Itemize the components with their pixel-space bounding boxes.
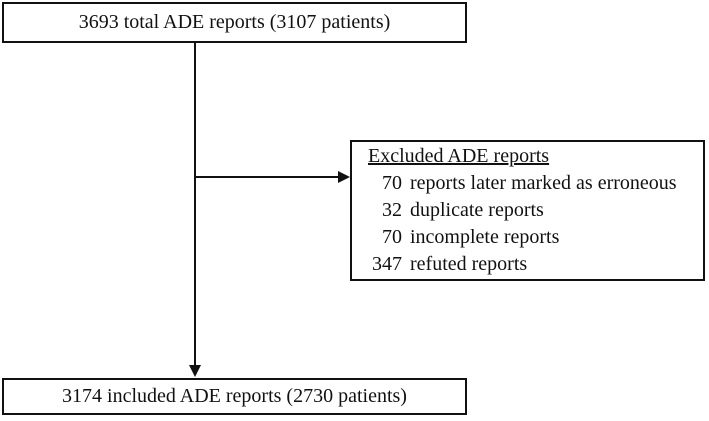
down-arrowhead-icon [189, 365, 201, 377]
total-reports-box: 3693 total ADE reports (3107 patients) [2, 2, 467, 43]
excluded-title: Excluded ADE reports [368, 145, 550, 167]
excluded-count: 32 [382, 199, 402, 221]
right-arrowhead-icon [338, 171, 350, 183]
total-reports-label: 3693 total ADE reports (3107 patients) [78, 11, 391, 33]
excluded-label: duplicate reports [410, 199, 544, 221]
excluded-item-refuted: 347 refuted reports [368, 251, 699, 278]
excluded-item-incomplete: 70 incomplete reports [368, 224, 699, 251]
included-reports-label: 3174 included ADE reports (2730 patients… [62, 385, 407, 407]
excluded-count: 347 [372, 253, 402, 275]
included-reports-box: 3174 included ADE reports (2730 patients… [2, 378, 467, 415]
excluded-item-erroneous: 70 reports later marked as erroneous [368, 170, 699, 197]
excluded-reports-box: Excluded ADE reports 70 reports later ma… [350, 140, 705, 281]
excluded-label: reports later marked as erroneous [410, 172, 677, 194]
excluded-item-duplicate: 32 duplicate reports [368, 197, 699, 224]
excluded-label: incomplete reports [410, 226, 560, 248]
excluded-count: 70 [382, 172, 402, 194]
excluded-count: 70 [382, 226, 402, 248]
excluded-label: refuted reports [410, 253, 528, 275]
